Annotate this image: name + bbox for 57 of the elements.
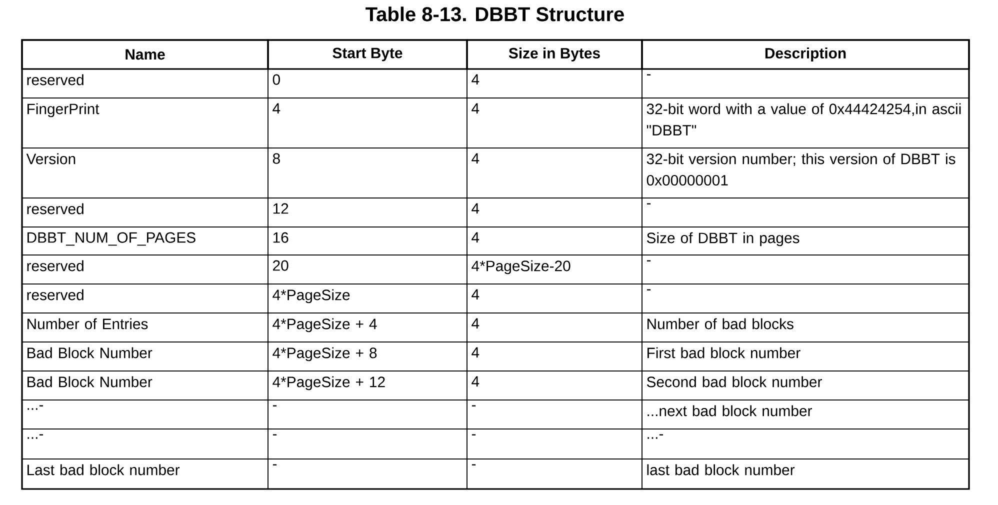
table-cell: - bbox=[642, 254, 970, 284]
table-cell: - bbox=[642, 198, 970, 228]
table-cell: 4 bbox=[466, 198, 642, 228]
table-cell: 8 bbox=[268, 148, 468, 198]
table-cell: Size of DBBT in pages bbox=[642, 226, 970, 256]
table-cell: 32-bit word with a value of 0x44424254,in ascii "DBBT" bbox=[642, 98, 970, 148]
table-cell: 4 bbox=[466, 342, 642, 372]
table-cell: 32-bit version number; this version of DBBT is 0x00000001 bbox=[642, 148, 970, 198]
table-cell: 20 bbox=[268, 254, 468, 284]
table-cell: 4 bbox=[268, 98, 468, 148]
table-cell: 4 bbox=[466, 284, 642, 314]
table-cell: Last bad block number bbox=[22, 458, 268, 490]
table-cell: 16 bbox=[268, 226, 468, 256]
table-cell: First bad block number bbox=[642, 342, 970, 372]
table-cell: last bad block number bbox=[642, 458, 970, 490]
table-cell: 4 bbox=[466, 370, 642, 400]
table-cell: 4 bbox=[466, 226, 642, 256]
table-title: Table 8-13. DBBT Structure bbox=[366, 6, 624, 22]
table-cell: 4*PageSize bbox=[268, 284, 468, 314]
table-cell: - bbox=[268, 400, 468, 430]
table-cell: Second bad block number bbox=[642, 370, 970, 400]
column-header: Start Byte bbox=[267, 39, 468, 70]
table-cell: reserved bbox=[22, 254, 268, 284]
table-cell: reserved bbox=[22, 68, 268, 98]
table-cell: 0 bbox=[268, 68, 468, 98]
table-cell: Number of Entries bbox=[22, 312, 268, 342]
table-cell: - bbox=[268, 428, 468, 460]
table-cell: 4*PageSize + 8 bbox=[268, 342, 468, 372]
table-cell: ...- bbox=[22, 400, 268, 430]
table-cell: 12 bbox=[268, 198, 468, 228]
table-cell: 4*PageSize + 12 bbox=[268, 370, 468, 400]
table-cell: 4 bbox=[466, 148, 642, 198]
table-cell: Version bbox=[22, 148, 268, 198]
table-cell: - bbox=[642, 68, 970, 98]
table-cell: - bbox=[466, 458, 642, 490]
column-header: Name bbox=[21, 39, 269, 70]
table-cell: ...- bbox=[22, 428, 268, 460]
table-cell: Bad Block Number bbox=[22, 370, 268, 400]
table-cell: - bbox=[466, 428, 642, 460]
table-cell: 4*PageSize-20 bbox=[466, 254, 642, 284]
table-cell: - bbox=[466, 400, 642, 430]
table-cell: ...- bbox=[642, 428, 970, 460]
table-cell: 4 bbox=[466, 312, 642, 342]
table-cell: reserved bbox=[22, 284, 268, 314]
table-cell: ...next bad block number bbox=[642, 400, 970, 430]
table-cell: reserved bbox=[22, 198, 268, 228]
table-cell: - bbox=[268, 458, 468, 490]
table-cell: FingerPrint bbox=[22, 98, 268, 148]
column-header: Description bbox=[641, 39, 970, 70]
table-cell: 4*PageSize + 4 bbox=[268, 312, 468, 342]
table-cell: Number of bad blocks bbox=[642, 312, 970, 342]
table-cell: - bbox=[642, 284, 970, 314]
table-cell: Bad Block Number bbox=[22, 342, 268, 372]
table-cell: DBBT_NUM_OF_PAGES bbox=[22, 226, 268, 256]
column-header: Size in Bytes bbox=[466, 39, 643, 70]
table-cell: 4 bbox=[466, 68, 642, 98]
table-cell: 4 bbox=[466, 98, 642, 148]
